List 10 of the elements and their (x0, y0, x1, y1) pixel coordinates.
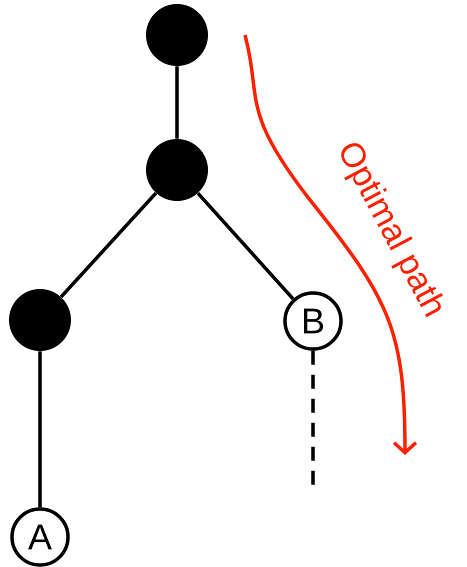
labeled-node: A (10, 507, 70, 567)
labeled-node: B (283, 291, 343, 351)
filled-node (146, 139, 208, 201)
connector-line (60, 192, 158, 298)
connector-line (175, 66, 179, 139)
connector-line (196, 192, 294, 300)
filled-node (146, 4, 208, 66)
connector-line (311, 350, 315, 487)
connector-line (38, 351, 42, 508)
filled-node (9, 289, 71, 351)
